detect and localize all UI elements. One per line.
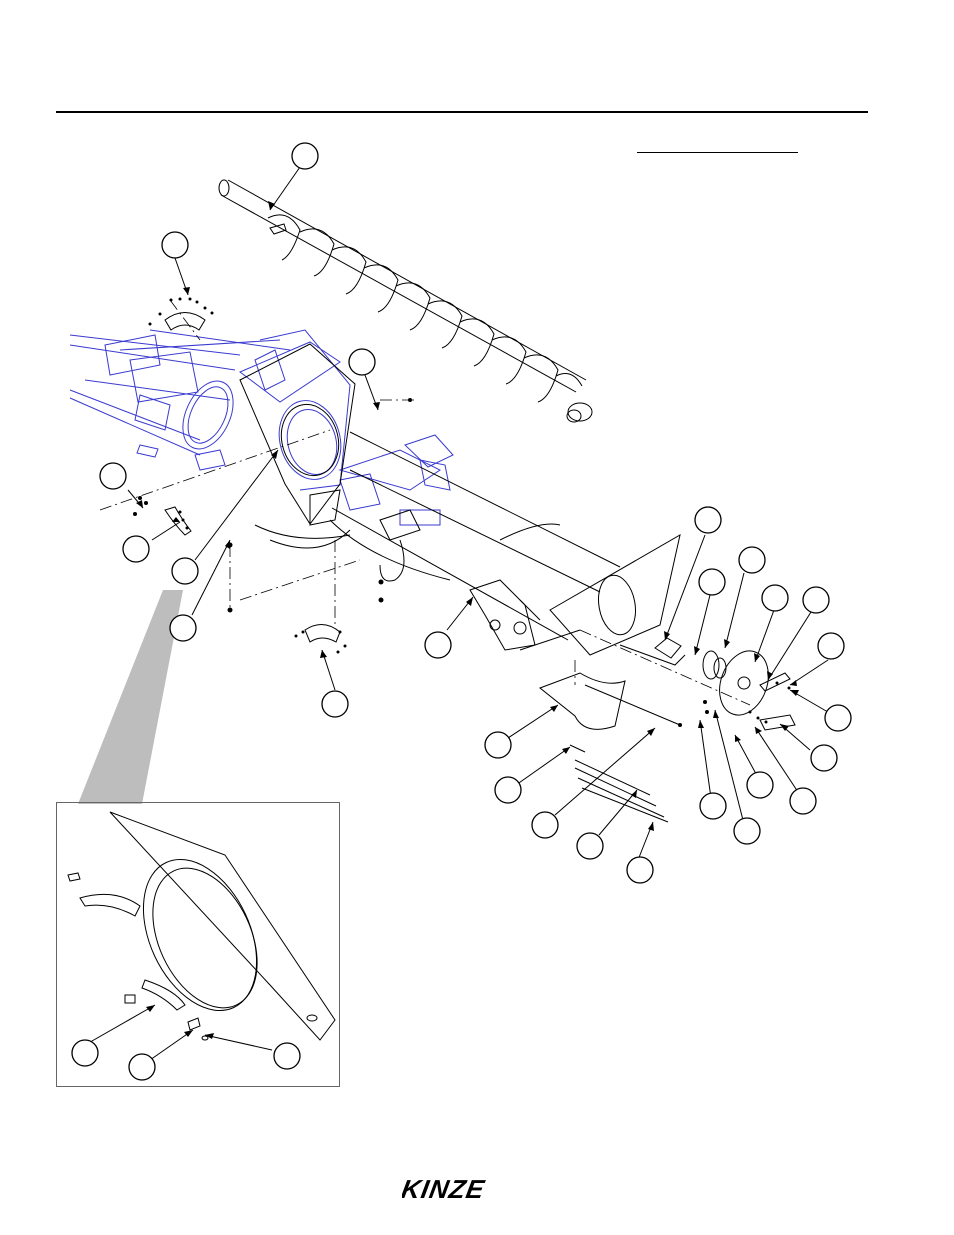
callout-circle xyxy=(803,587,829,613)
flange-halves xyxy=(165,313,340,643)
callout-circle xyxy=(627,857,653,883)
callout-circle xyxy=(485,732,511,758)
zoom-wedge xyxy=(78,590,183,804)
callout-circles xyxy=(100,143,851,883)
callout-circle xyxy=(292,143,318,169)
bearing-plate xyxy=(240,344,355,524)
callout-circle xyxy=(700,793,726,819)
inset-frame xyxy=(56,802,340,1087)
callout-circle xyxy=(811,745,837,771)
callout-circle xyxy=(747,772,773,798)
callout-circle xyxy=(495,777,521,803)
callout-circle xyxy=(162,232,188,258)
callout-circle xyxy=(825,705,851,731)
callout-circle xyxy=(425,632,451,658)
main-tube xyxy=(255,432,680,655)
callout-circle xyxy=(762,585,788,611)
callout-circle xyxy=(790,788,816,814)
callout-circle xyxy=(172,558,198,584)
callout-circle xyxy=(532,812,558,838)
callout-circle xyxy=(818,633,844,659)
callout-circle xyxy=(100,463,126,489)
kinze-logo: KINZE xyxy=(402,1176,520,1202)
callout-circle xyxy=(349,349,375,375)
svg-text:KINZE: KINZE xyxy=(402,1176,488,1202)
callout-circle xyxy=(170,615,196,641)
callout-circle xyxy=(734,818,760,844)
callout-circle xyxy=(322,691,348,717)
auger-flighting xyxy=(219,180,592,422)
frame-assembly-blue xyxy=(70,330,453,525)
callout-circle xyxy=(739,547,765,573)
callout-circle xyxy=(699,569,725,595)
callout-circle xyxy=(695,507,721,533)
callout-circle xyxy=(123,536,149,562)
callout-circle xyxy=(577,833,603,859)
